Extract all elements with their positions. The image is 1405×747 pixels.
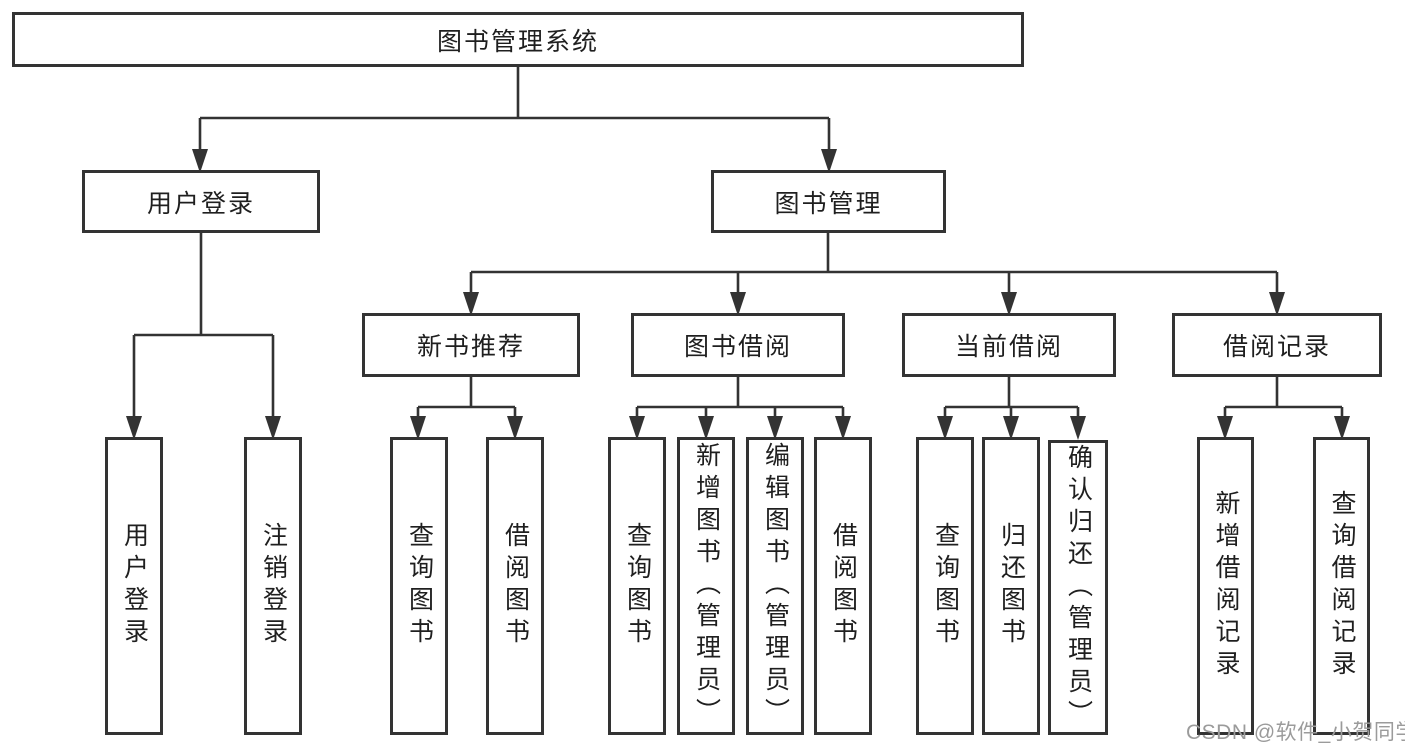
leaf-borrow-books-recommend: 借阅图书 — [486, 437, 544, 735]
leaf-user-login-label: 用户登录 — [120, 522, 149, 650]
leaf-query-books-current-label: 查询图书 — [931, 522, 960, 650]
leaf-edit-book-admin-label: 编辑图书（管理员） — [761, 442, 790, 730]
node-current-borrow: 当前借阅 — [902, 313, 1116, 377]
connector-user-login-to-children — [126, 233, 281, 440]
leaf-confirm-return-admin-label: 确认归还（管理员） — [1064, 443, 1093, 732]
node-book-management: 图书管理 — [711, 170, 946, 233]
leaf-borrow-books: 借阅图书 — [814, 437, 872, 735]
leaf-add-borrow-record-label: 新增借阅记录 — [1212, 490, 1240, 682]
leaf-query-books-borrow-label: 查询图书 — [623, 522, 652, 650]
leaf-return-book-label: 归还图书 — [997, 522, 1026, 650]
node-borrow-records-label: 借阅记录 — [1222, 333, 1331, 361]
leaf-query-borrow-record-label: 查询借阅记录 — [1328, 490, 1356, 682]
leaf-borrow-books-label: 借阅图书 — [829, 522, 858, 650]
node-root-label: 图书管理系统 — [436, 27, 599, 56]
csdn-watermark: CSDN @软件_小贺同学 — [1186, 721, 1405, 744]
connector-current-borrow-to-children — [937, 377, 1086, 440]
connector-new-book-recommend-to-children — [410, 377, 523, 440]
connector-root-to-level2 — [192, 67, 837, 173]
node-root: 图书管理系统 — [12, 12, 1024, 67]
leaf-edit-book-admin: 编辑图书（管理员） — [746, 437, 804, 735]
leaf-logout-label: 注销登录 — [259, 522, 288, 650]
leaf-logout: 注销登录 — [244, 437, 302, 735]
leaf-query-books-recommend: 查询图书 — [390, 437, 448, 735]
leaf-add-borrow-record: 新增借阅记录 — [1197, 437, 1254, 735]
node-new-book-recommend-label: 新书推荐 — [416, 333, 525, 361]
node-borrow-records: 借阅记录 — [1172, 313, 1382, 377]
node-book-borrow: 图书借阅 — [631, 313, 845, 377]
node-user-login: 用户登录 — [82, 170, 320, 233]
leaf-query-borrow-record: 查询借阅记录 — [1313, 437, 1370, 735]
node-new-book-recommend: 新书推荐 — [362, 313, 580, 377]
connector-borrow-records-to-children — [1217, 377, 1350, 440]
connector-book-management-to-level3 — [463, 233, 1285, 316]
node-book-borrow-label: 图书借阅 — [683, 333, 792, 361]
leaf-query-books-recommend-label: 查询图书 — [405, 522, 434, 650]
leaf-borrow-books-recommend-label: 借阅图书 — [501, 522, 530, 650]
leaf-add-book-admin-label: 新增图书（管理员） — [692, 442, 721, 730]
node-user-login-label: 用户登录 — [146, 189, 255, 218]
leaf-query-books-current: 查询图书 — [916, 437, 974, 735]
leaf-query-books-borrow: 查询图书 — [608, 437, 666, 735]
leaf-return-book: 归还图书 — [982, 437, 1040, 735]
node-book-management-label: 图书管理 — [774, 189, 883, 218]
leaf-add-book-admin: 新增图书（管理员） — [677, 437, 735, 735]
node-current-borrow-label: 当前借阅 — [954, 333, 1063, 361]
connector-book-borrow-to-children — [629, 377, 851, 440]
leaf-confirm-return-admin: 确认归还（管理员） — [1048, 440, 1108, 735]
leaf-user-login: 用户登录 — [105, 437, 163, 735]
